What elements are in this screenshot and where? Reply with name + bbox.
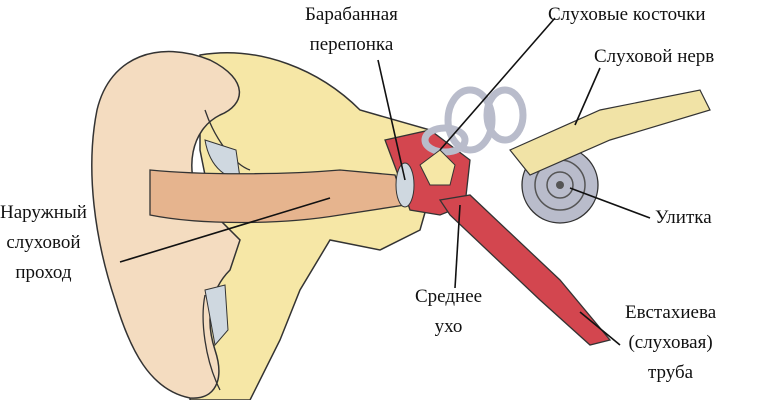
semicircular-canals <box>421 86 527 156</box>
label-canal: Наружный слуховой проход <box>0 198 87 288</box>
ossicles <box>419 149 456 186</box>
label-eardrum: Барабанная перепонка <box>305 0 398 60</box>
eardrum <box>395 162 415 208</box>
auditory-nerve <box>509 89 711 176</box>
label-eardrum-line1: Барабанная <box>305 4 398 25</box>
label-middle-ear-line1: Среднее <box>415 286 483 307</box>
label-ossicles: Слуховые косточки <box>548 4 706 25</box>
leader-lines <box>119 17 651 346</box>
label-eustachian-line3: труба <box>647 362 694 383</box>
label-canal-line3: проход <box>15 262 72 283</box>
label-middle-ear: Среднее ухо <box>415 282 482 342</box>
temporal-bone <box>189 52 441 400</box>
label-eustachian-line2: (слуховая) <box>628 332 713 353</box>
eustachian-tube <box>438 194 612 346</box>
label-eustachian-line1: Евстахиева <box>625 302 717 323</box>
label-canal-line2: слуховой <box>6 232 81 253</box>
label-eustachian: Евстахиева (слуховая) труба <box>625 298 716 388</box>
label-nerve: Слуховой нерв <box>594 46 715 67</box>
label-canal-line1: Наружный <box>0 202 87 223</box>
label-eardrum-line2: перепонка <box>309 34 394 55</box>
label-middle-ear-line2: ухо <box>434 316 463 337</box>
label-cochlea: Улитка <box>655 207 712 228</box>
